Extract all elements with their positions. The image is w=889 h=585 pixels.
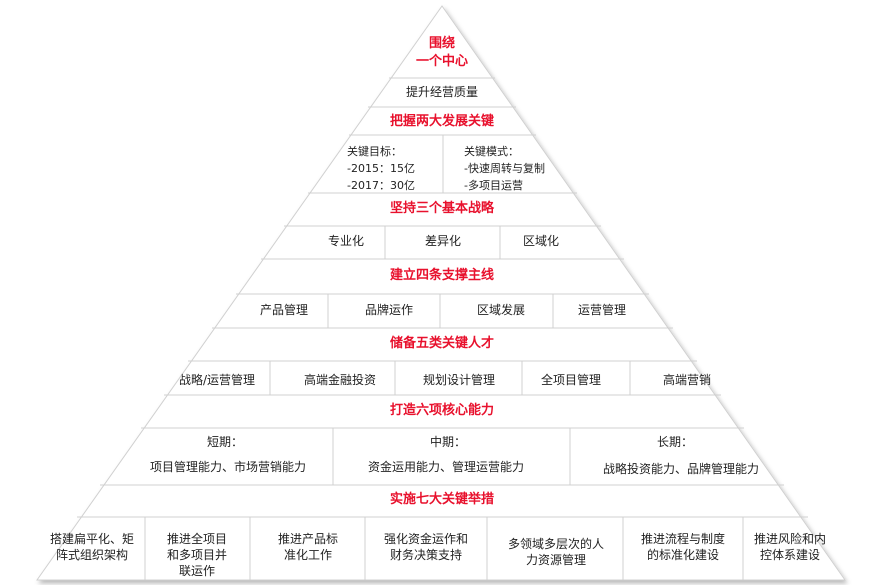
measure-item: 搭建扁平化、矩 阵式组织架构 bbox=[49, 532, 134, 563]
measure-item: 强化资金运作和 财务决策支持 bbox=[383, 532, 468, 563]
capability-short-term: 短期： bbox=[206, 435, 243, 449]
measure-item: 推进流程与制度 的标准化建设 bbox=[640, 532, 725, 563]
center-header: 围绕 一个中心 bbox=[415, 36, 468, 69]
key-targets-title: 关键目标： bbox=[347, 145, 402, 158]
center-body: 提升经营质量 bbox=[405, 85, 478, 99]
strategy-item: 差异化 bbox=[424, 234, 461, 248]
measure-header: 实施七大关键举措 bbox=[389, 492, 494, 507]
talent-item: 全项目管理 bbox=[540, 373, 601, 387]
pyramid-outline bbox=[36, 5, 846, 581]
strategy-header: 坚持三个基本战略 bbox=[389, 201, 494, 216]
talent-header: 储备五类关键人才 bbox=[389, 336, 494, 351]
talent-item: 战略/运营管理 bbox=[178, 373, 256, 387]
support-item: 运营管理 bbox=[577, 303, 626, 317]
capability-mid-items: 资金运用能力、管理运营能力 bbox=[367, 460, 524, 474]
support-item: 产品管理 bbox=[259, 303, 308, 317]
support-item: 品牌运作 bbox=[364, 303, 413, 317]
talent-item: 高端金融投资 bbox=[303, 373, 376, 387]
talent-item: 高端营销 bbox=[662, 373, 711, 387]
pyramid-dividers bbox=[77, 77, 808, 580]
support-item: 区域发展 bbox=[476, 303, 525, 317]
measure-item: 推进全项目 和多项目并 联运作 bbox=[166, 532, 227, 579]
talent-item: 规划设计管理 bbox=[422, 373, 495, 387]
capability-header: 打造六项核心能力 bbox=[389, 403, 494, 418]
key-targets-line2: -2017：30亿 bbox=[347, 179, 415, 193]
measure-item: 多领域多层次的人 力资源管理 bbox=[507, 537, 604, 568]
capability-short-items: 项目管理能力、市场营销能力 bbox=[149, 460, 306, 474]
focus-header: 把握两大发展关键 bbox=[389, 114, 494, 129]
key-targets-block: 关键目标： -2015：15亿 -2017：30亿 bbox=[347, 143, 437, 194]
key-modes-title: 关键模式： bbox=[464, 145, 519, 158]
measure-item: 推进产品标 准化工作 bbox=[277, 532, 338, 563]
capability-long-term: 长期： bbox=[656, 435, 693, 449]
key-modes-line2: -多项目运营 bbox=[464, 179, 523, 193]
strategy-item: 区域化 bbox=[522, 234, 559, 248]
strategy-item: 专业化 bbox=[327, 234, 364, 248]
measure-item: 推进风险和内 控体系建设 bbox=[753, 532, 826, 563]
capability-long-items: 战略投资能力、品牌管理能力 bbox=[602, 462, 759, 476]
capability-mid-term: 中期： bbox=[429, 435, 466, 449]
support-header: 建立四条支撑主线 bbox=[389, 268, 494, 283]
key-targets-line1: -2015：15亿 bbox=[347, 162, 415, 176]
key-modes-block: 关键模式： -快速周转与复制 -多项目运营 bbox=[464, 143, 564, 194]
key-modes-line1: -快速周转与复制 bbox=[464, 162, 545, 176]
